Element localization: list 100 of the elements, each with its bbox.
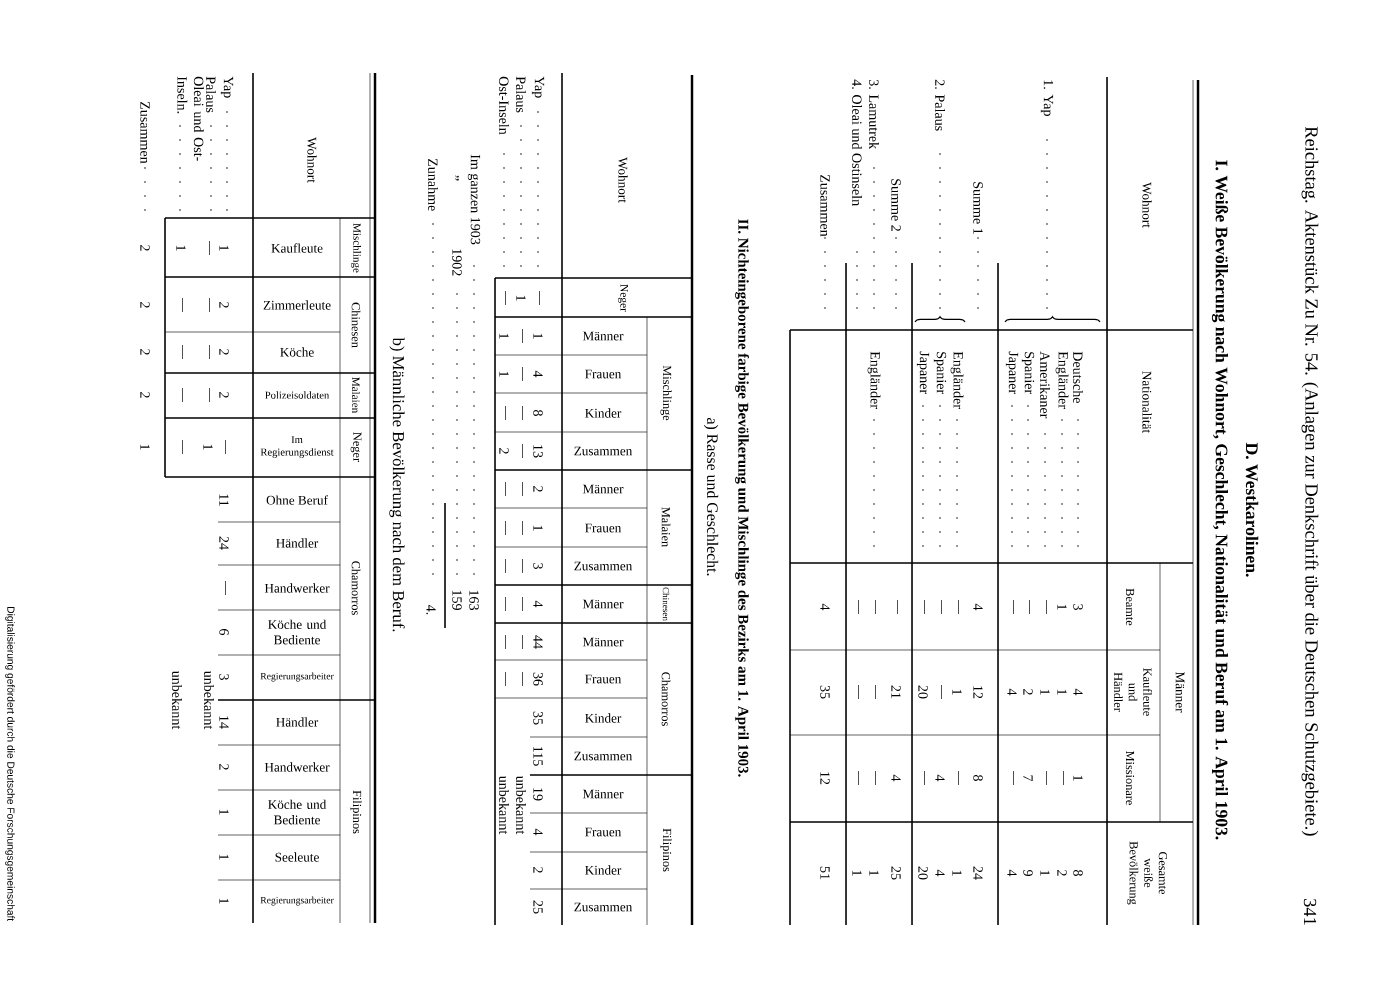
table-cell: 4.: [426, 605, 436, 615]
table-cell: 35: [533, 711, 543, 725]
row-label: 1. Yap: [1040, 80, 1054, 116]
table-cell: —: [522, 481, 523, 497]
table-cell: —: [1046, 770, 1047, 786]
table-cell: —: [522, 443, 523, 459]
table-cell: 9: [1023, 869, 1033, 876]
column-header: Frauen: [585, 369, 622, 379]
table-cell: 7: [1023, 775, 1033, 782]
table-cell: 4: [973, 603, 983, 611]
note-text: unbekannt: [172, 670, 182, 730]
table-cell: —: [1013, 599, 1014, 615]
table-cell: 1: [219, 854, 229, 860]
table-cell: 3: [1073, 604, 1083, 610]
column-header: Zusammen: [574, 446, 633, 456]
table-cell: 44: [533, 635, 543, 649]
column-header: Kaufleute und Händler: [1114, 668, 1152, 716]
column-header: Männer: [1175, 671, 1185, 713]
column-header: Chinesen: [662, 587, 670, 621]
column-header: Missionare: [1125, 751, 1135, 805]
table-cell: —: [941, 599, 942, 615]
table-cell: —: [858, 684, 859, 700]
column-header: Männer: [582, 331, 624, 341]
column-header: Polizeisoldaten: [265, 391, 330, 399]
table-cell: 4: [1073, 688, 1083, 696]
column-header: Nationalität: [1142, 371, 1152, 434]
column-header: Chamorros: [351, 561, 361, 615]
table-cell: 4: [1007, 688, 1017, 696]
table-cell: 25: [891, 866, 901, 880]
row-label: 3. Lamutrek: [869, 79, 879, 150]
column-header: Regierungsarbeiter: [260, 896, 334, 906]
table-cell: —: [209, 387, 210, 403]
table-cell: 4: [533, 828, 543, 836]
table-cell: 1: [499, 333, 509, 339]
table-title: b) Männliche Bevölkerung nach dem Beruf.: [389, 337, 405, 632]
table-cell: —: [522, 671, 523, 687]
table-cell: 12: [973, 686, 983, 699]
table-cell: —: [182, 344, 183, 360]
column-header: Handwerker: [264, 762, 330, 772]
table-cell: —: [505, 558, 506, 574]
section-heading: D. Westkarolinen.: [1245, 442, 1259, 577]
row-label: 2. Palaus: [935, 79, 945, 131]
table-cell: 2: [140, 349, 150, 355]
column-header: Händler: [276, 717, 319, 727]
column-header: Neger: [350, 432, 362, 462]
table-cell: 2: [219, 349, 229, 355]
column-header: Filipinos: [660, 828, 672, 872]
table-title: II. Nichteingeborene farbige Bevölkerung und Mischlinge des Bezirks am 1. April 1903.: [735, 219, 749, 777]
table-cell: —: [539, 290, 540, 306]
table-cell: 2: [1023, 689, 1033, 695]
table-cell: —: [875, 599, 876, 615]
table-cell: —: [897, 599, 898, 615]
table-cell: 2: [499, 448, 509, 454]
table-cell: 2: [140, 245, 150, 251]
table-cell: 2: [219, 302, 229, 308]
table-cell: 3: [533, 563, 543, 569]
column-header: Kinder: [585, 408, 622, 418]
table-cell: —: [505, 290, 506, 306]
table-cell: —: [522, 596, 523, 612]
table-cell: 21: [891, 685, 901, 699]
column-header: Händler: [276, 538, 319, 548]
row-label: Engländer: [867, 351, 881, 409]
column-header: Handwerker: [264, 583, 330, 593]
column-header: Männer: [582, 599, 624, 609]
column-header: Frauen: [585, 827, 622, 837]
table-cell: —: [522, 634, 523, 650]
table-cell: —: [182, 297, 183, 313]
table-cell: —: [875, 770, 876, 786]
table-cell: 2: [219, 764, 229, 770]
row-label: Palaus: [516, 76, 526, 113]
table-cell: 2: [140, 302, 150, 308]
column-header: Im Regierungsdienst: [260, 436, 334, 458]
column-header: Männer: [582, 789, 624, 799]
table-cell: 8: [533, 410, 543, 416]
table-cell: 1: [1040, 689, 1050, 695]
row-label: Zunahme: [428, 158, 438, 211]
column-header: Chamorros: [661, 672, 671, 726]
table-cell: —: [875, 684, 876, 700]
table-cell: 1: [533, 525, 543, 531]
table-cell: 1: [1040, 870, 1050, 876]
table-cell: 1: [219, 809, 229, 815]
table-cell: —: [522, 366, 523, 382]
table-cell: 20: [918, 866, 928, 880]
column-header: Mischlinge: [660, 365, 672, 421]
table-cell: 8: [1073, 870, 1083, 876]
running-header: Reichstag. Aktenstück Zu Nr. 54. (Anlagen zur Denkschrift über die Deutschen Schutzgebiete.): [1301, 126, 1319, 836]
table-title: I. Weiße Bevölkerung nach Wohnort, Geschlecht, Nationalität und Beruf am 1. April 1903.: [1211, 160, 1229, 840]
column-header: Filipinos: [350, 790, 362, 834]
table-cell: —: [858, 599, 859, 615]
note-text: unbekannt: [204, 670, 214, 730]
table-cell: 20: [918, 685, 928, 699]
row-label: Japaner: [916, 351, 930, 395]
column-header: Mischlinge: [350, 223, 362, 273]
row-label: Amerikaner: [1040, 351, 1050, 419]
row-label: Ost-Inseln: [499, 76, 509, 135]
table-cell: 2: [1057, 870, 1067, 876]
row-label: Zusammen: [820, 174, 830, 237]
table-cell: 8: [973, 775, 983, 781]
column-header: Seeleute: [275, 852, 319, 862]
table-cell: —: [958, 770, 959, 786]
